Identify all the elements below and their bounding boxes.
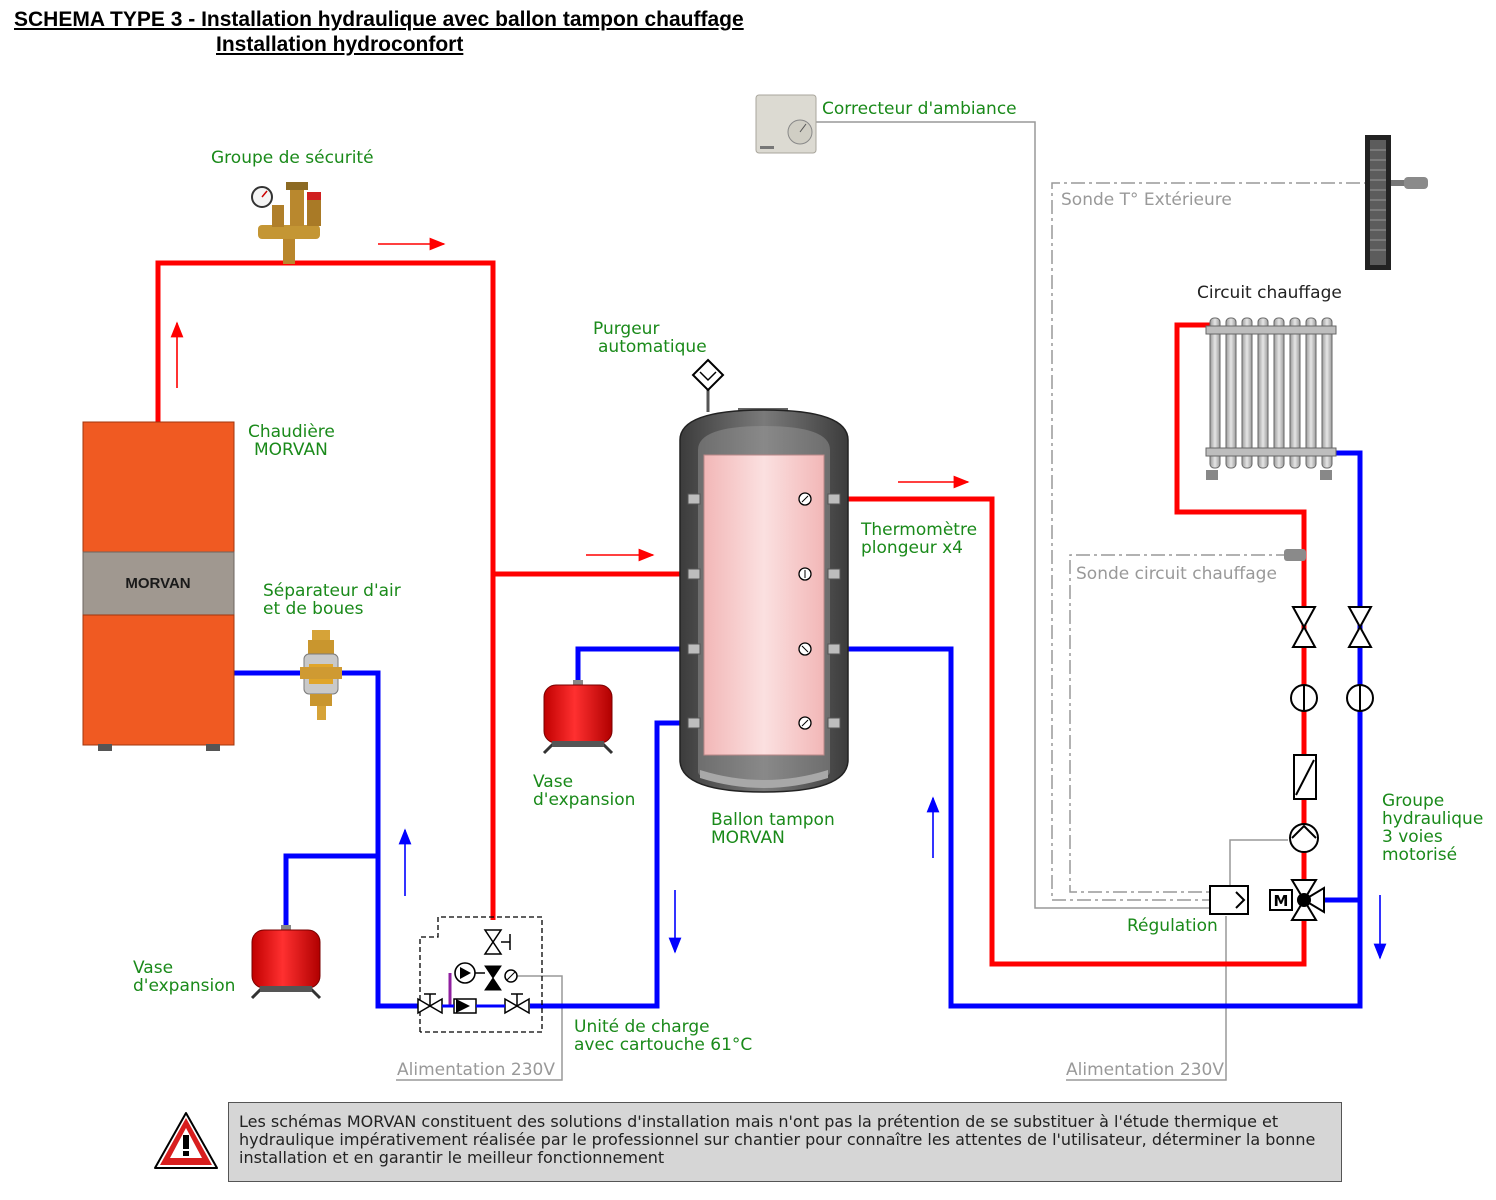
flow-sensor-icon (1284, 549, 1306, 561)
label-thermo-1: Thermomètre (860, 520, 977, 540)
label-circuit: Circuit chauffage (1197, 283, 1342, 303)
label-regulation: Régulation (1127, 916, 1218, 936)
wire-sonde-ext (1051, 182, 1410, 901)
boiler: MORVAN (82, 421, 235, 751)
valve-return-icon (1347, 606, 1373, 648)
label-groupe-securite: Groupe de sécurité (211, 148, 374, 168)
wire-alim-right (1066, 916, 1227, 1081)
label-vase-mid-2: d'expansion (533, 790, 635, 810)
label-groupe-hydro-3: 3 voies (1382, 827, 1443, 847)
label-alim-left: Alimentation 230V (397, 1060, 555, 1080)
label-groupe-hydro-4: motorisé (1382, 845, 1457, 865)
expansion-vessel-left-icon (250, 925, 322, 1000)
disclaimer-box: Les schémas MORVAN constituent des solut… (228, 1102, 1342, 1182)
flow-arrows (170, 237, 1387, 960)
pipe-boiler-flow (155, 260, 496, 920)
safety-group-icon (251, 182, 321, 264)
air-separator-icon (300, 630, 342, 720)
pump-group-icon (1289, 823, 1319, 853)
room-thermostat-icon (755, 94, 817, 154)
hydraulic-group: M (1209, 606, 1374, 921)
label-groupe-hydro-2: hydraulique (1382, 809, 1483, 829)
hot-pipes (155, 260, 1307, 990)
pipe-vase-mid (575, 646, 694, 686)
outdoor-sensor-icon (1365, 135, 1428, 270)
electric-wires (396, 121, 1410, 1081)
label-separateur-1: Séparateur d'air (263, 581, 401, 601)
label-sonde-ext: Sonde T° Extérieure (1061, 190, 1232, 210)
warning-triangle-icon (154, 1112, 218, 1169)
label-ballon-1: Ballon tampon (711, 810, 835, 830)
valve-flow-icon (1291, 606, 1317, 648)
label-groupe-hydro-1: Groupe (1382, 791, 1444, 811)
wire-sonde-circuit (1069, 554, 1290, 893)
title-line-1: SCHEMA TYPE 3 - Installation hydraulique… (14, 8, 744, 31)
pipe-tank-to-circuit (840, 496, 1307, 967)
pipe-vase-left (283, 853, 378, 930)
title-line-2: Installation hydroconfort (216, 33, 464, 56)
auto-air-vent-icon (691, 358, 725, 412)
wire-correcteur (815, 121, 1210, 909)
valve-motor-icon (1269, 889, 1293, 911)
label-unite-2: avec cartouche 61°C (574, 1035, 752, 1055)
label-purgeur-2: automatique (598, 337, 707, 357)
motor-label: M (1274, 892, 1289, 910)
pipe-circuit-flow (1174, 322, 1307, 880)
regulator-icon (1209, 885, 1249, 915)
wire-regulation-pump (1229, 839, 1288, 886)
loading-unit (417, 916, 543, 1033)
thermostatic-valve-icon (484, 965, 502, 991)
wire-alim-left (396, 975, 563, 1081)
expansion-vessel-mid-icon (542, 680, 614, 755)
buffer-tank (679, 408, 849, 793)
valve-unit-top-icon (483, 929, 503, 955)
label-purgeur-1: Purgeur (593, 319, 659, 339)
radiator-icon (1205, 317, 1337, 480)
label-separateur-2: et de boues (263, 599, 364, 619)
boiler-brand: MORVAN (125, 575, 190, 592)
pipe-unit-to-tank (530, 720, 694, 1009)
label-vase-mid-1: Vase (533, 772, 573, 792)
thermometer-icon (798, 492, 812, 730)
label-sonde-circuit: Sonde circuit chauffage (1076, 564, 1277, 584)
label-correcteur: Correcteur d'ambiance (822, 99, 1017, 119)
check-valve-icon (456, 999, 470, 1013)
disclaimer-text: Les schémas MORVAN constituent des solut… (239, 1112, 1316, 1167)
label-chaudiere-2: MORVAN (254, 440, 328, 460)
label-chaudiere-1: Chaudière (248, 422, 335, 442)
label-ballon-2: MORVAN (711, 828, 785, 848)
pipe-tank-return (840, 450, 1363, 1009)
label-unite-1: Unité de charge (574, 1017, 710, 1037)
label-alim-right: Alimentation 230V (1066, 1060, 1224, 1080)
label-vase-left-1: Vase (133, 958, 173, 978)
label-vase-left-2: d'expansion (133, 976, 235, 996)
label-thermo-2: plongeur x4 (861, 538, 963, 558)
